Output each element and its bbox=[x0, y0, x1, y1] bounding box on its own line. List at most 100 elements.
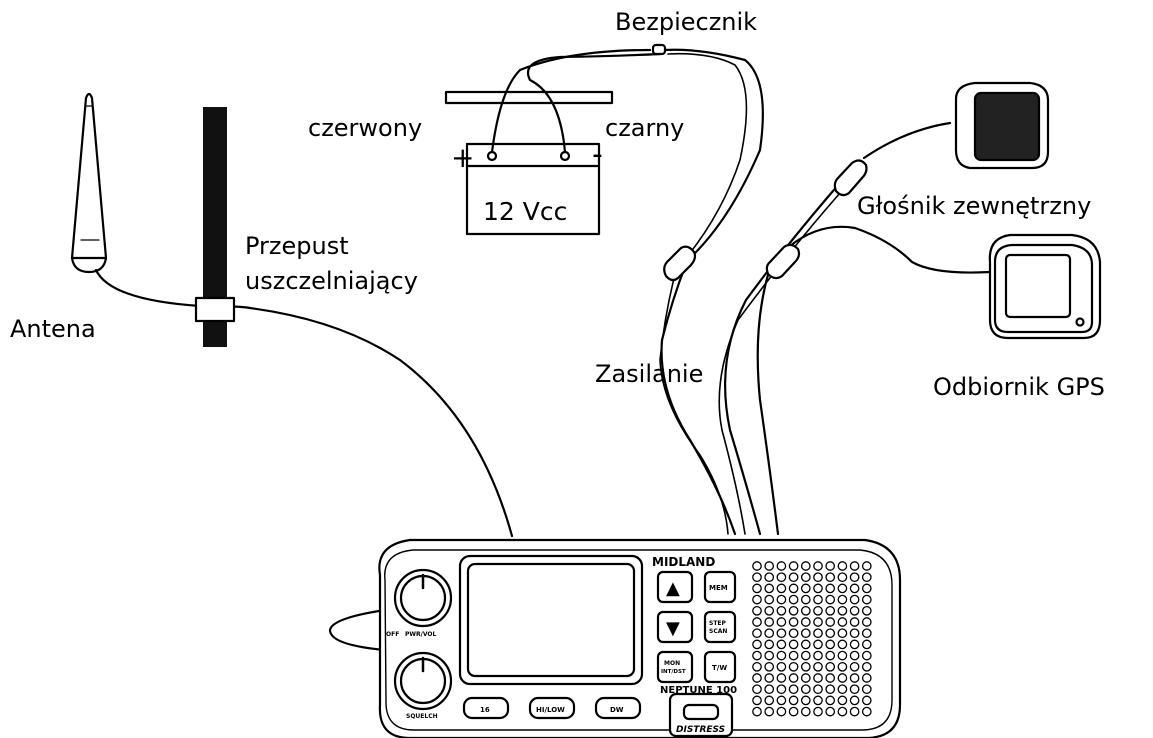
dw-label: DW bbox=[610, 706, 624, 714]
grille-hole bbox=[825, 605, 836, 616]
grille-hole bbox=[800, 650, 811, 661]
grille-hole bbox=[764, 605, 775, 616]
grille-hole bbox=[788, 583, 799, 594]
gland-label-line2: uszczelniający bbox=[245, 267, 418, 295]
scan-label: SCAN bbox=[709, 628, 727, 635]
speaker-label: Głośnik zewnętrzny bbox=[857, 192, 1092, 220]
ch16-button bbox=[462, 696, 510, 720]
grille-hole bbox=[837, 661, 848, 672]
grille-hole bbox=[861, 583, 872, 594]
grille-hole bbox=[849, 561, 860, 571]
battery-voltage-label: 12 Vcc bbox=[483, 197, 568, 226]
power-label: Zasilanie bbox=[595, 360, 704, 388]
grille-hole bbox=[764, 617, 775, 627]
grille-hole bbox=[849, 628, 860, 639]
fuse-icon bbox=[651, 43, 667, 56]
fuse-wire-right bbox=[662, 48, 764, 260]
gps-cable bbox=[756, 260, 780, 536]
grille-hole bbox=[837, 695, 848, 706]
grille-hole bbox=[849, 706, 860, 717]
grille-hole bbox=[776, 650, 787, 661]
grille-hole bbox=[849, 617, 860, 627]
grille-hole bbox=[800, 639, 811, 650]
knob-off-label: OFF bbox=[386, 631, 399, 638]
grille-hole bbox=[800, 661, 811, 672]
grille-hole bbox=[752, 617, 762, 627]
grille-hole bbox=[813, 561, 823, 571]
grille-hole bbox=[776, 617, 787, 627]
grille-hole bbox=[825, 617, 836, 627]
grille-hole bbox=[849, 639, 860, 650]
grille-hole bbox=[825, 650, 836, 661]
red-wire-label: czerwony bbox=[308, 114, 423, 142]
grille-hole bbox=[825, 639, 836, 650]
external-speaker-icon bbox=[954, 81, 1050, 170]
mon-button bbox=[656, 650, 694, 684]
grille-hole bbox=[813, 695, 823, 706]
grille-hole bbox=[764, 561, 775, 571]
grille-hole bbox=[776, 628, 787, 639]
dw-button bbox=[594, 696, 642, 720]
grille-hole bbox=[764, 594, 775, 605]
grille-hole bbox=[800, 617, 811, 627]
squelch-knob[interactable] bbox=[393, 651, 453, 711]
grille-hole bbox=[764, 628, 775, 639]
grille-hole bbox=[837, 628, 848, 639]
radio-labels: MIDLAND NEPTUNE 100 OFF PWR/VOL SQUELCH … bbox=[386, 555, 737, 735]
grille-hole bbox=[825, 706, 836, 717]
grille-hole bbox=[764, 695, 775, 706]
grille-hole bbox=[861, 650, 872, 661]
grille-hole bbox=[813, 605, 823, 616]
grille-hole bbox=[788, 661, 799, 672]
grille-hole bbox=[837, 673, 848, 683]
grille-hole bbox=[800, 572, 811, 583]
grille-hole bbox=[776, 572, 787, 583]
gps-label: Odbiornik GPS bbox=[933, 373, 1105, 401]
grille-hole bbox=[800, 706, 811, 717]
grille-hole bbox=[776, 583, 787, 594]
grille-hole bbox=[776, 605, 787, 616]
volume-knob[interactable] bbox=[393, 568, 453, 628]
model-label: NEPTUNE 100 bbox=[660, 685, 737, 696]
grille-hole bbox=[861, 561, 872, 571]
grille-hole bbox=[752, 673, 762, 683]
grille-hole bbox=[849, 661, 860, 672]
grille-hole bbox=[849, 572, 860, 583]
minus-sign: - bbox=[592, 137, 603, 172]
grille-hole bbox=[837, 605, 848, 616]
black-wire-label: czarny bbox=[605, 114, 685, 142]
grille-hole bbox=[825, 695, 836, 706]
hilow-label: HI/LOW bbox=[536, 706, 565, 714]
black-wire bbox=[527, 52, 662, 154]
grille-hole bbox=[752, 661, 762, 672]
lcd-display bbox=[458, 554, 644, 686]
step-label: STEP bbox=[709, 620, 727, 627]
grille-hole bbox=[788, 561, 799, 571]
intdst-label: INT/DST bbox=[661, 669, 686, 675]
grille-hole bbox=[861, 673, 872, 683]
grille-hole bbox=[813, 594, 823, 605]
grille-hole bbox=[825, 673, 836, 683]
speaker-connector-icon bbox=[833, 159, 868, 197]
grille-hole bbox=[849, 594, 860, 605]
grille-hole bbox=[800, 605, 811, 616]
grille-hole bbox=[849, 583, 860, 594]
grille-hole bbox=[776, 673, 787, 683]
grille-hole bbox=[752, 583, 762, 594]
grille-hole bbox=[800, 673, 811, 683]
grille-hole bbox=[837, 639, 848, 650]
grille-hole bbox=[825, 661, 836, 672]
grille-hole bbox=[752, 695, 762, 706]
distress-label: DISTRESS bbox=[676, 725, 725, 735]
grille-hole bbox=[813, 684, 823, 695]
grille-hole bbox=[776, 661, 787, 672]
grille-hole bbox=[764, 639, 775, 650]
grille-hole bbox=[764, 650, 775, 661]
grille-hole bbox=[861, 594, 872, 605]
grille-hole bbox=[861, 684, 872, 695]
knob-squelch-label: SQUELCH bbox=[406, 713, 438, 720]
grille-hole bbox=[788, 650, 799, 661]
tw-label: T/W bbox=[712, 664, 727, 672]
vhf-radio bbox=[328, 538, 902, 738]
